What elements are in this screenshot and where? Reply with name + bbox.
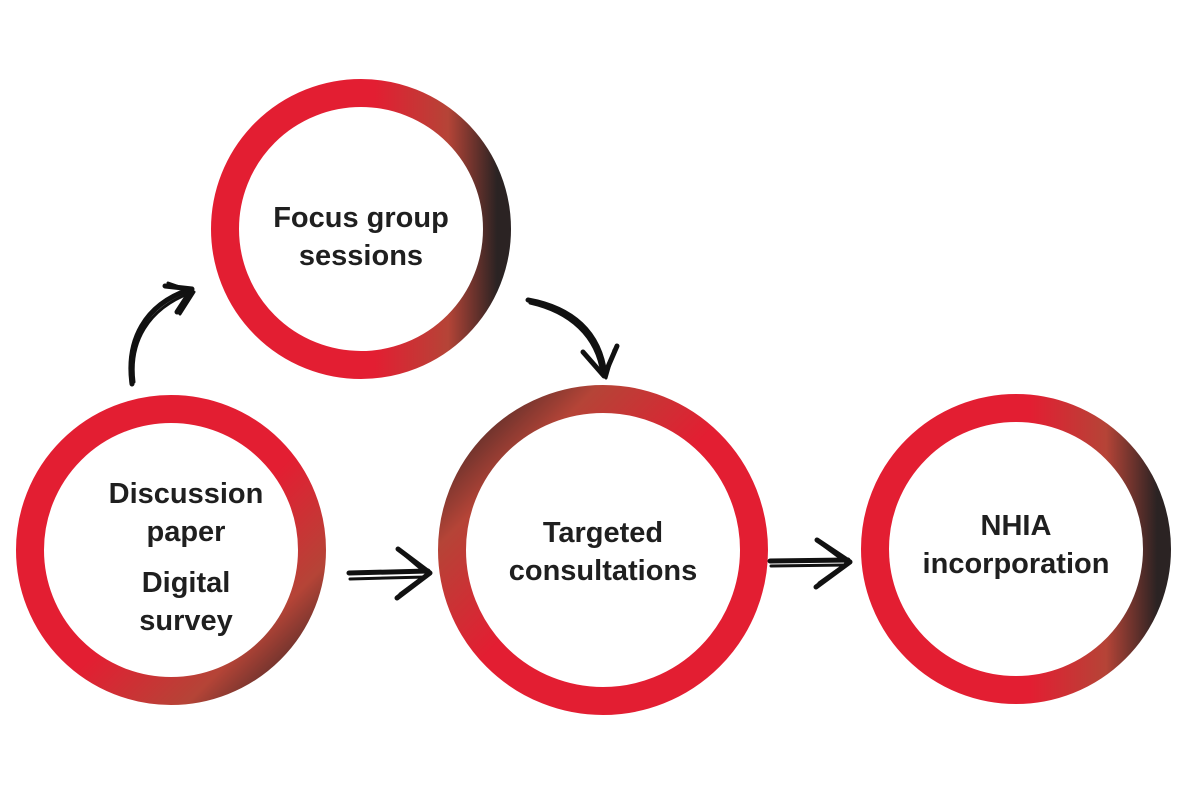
node-targeted-line-1: Targeted [542, 517, 664, 549]
node-focus-group: Focus group sessions [241, 199, 481, 275]
node-nhia-line-2: incorporation [922, 548, 1110, 580]
arrow-focus-to-targeted [525, 297, 620, 380]
arrow-targeted-to-nhia [767, 537, 853, 590]
arrow-discussion-to-targeted [346, 546, 433, 601]
ring-discussion [16, 395, 326, 705]
node-discussion-line-1: Discussion [108, 478, 264, 510]
node-discussion-line-2: paper [146, 516, 226, 548]
node-nhia-line-1: NHIA [980, 510, 1052, 542]
ring-focus-group [211, 79, 511, 379]
ring-targeted [438, 385, 768, 715]
node-targeted-line-2: consultations [508, 555, 698, 587]
node-survey-line-2: survey [139, 605, 233, 637]
ring-nhia [861, 394, 1171, 704]
node-survey-line-1: Digital [141, 567, 231, 599]
node-focus-line-1: Focus group [273, 202, 449, 234]
arrow-discussion-to-focus [128, 281, 196, 387]
node-targeted: Targeted consultations [473, 514, 733, 590]
node-focus-line-2: sessions [298, 240, 424, 272]
node-nhia: NHIA incorporation [896, 507, 1136, 583]
node-discussion: Discussion paper Digital survey [61, 475, 311, 640]
